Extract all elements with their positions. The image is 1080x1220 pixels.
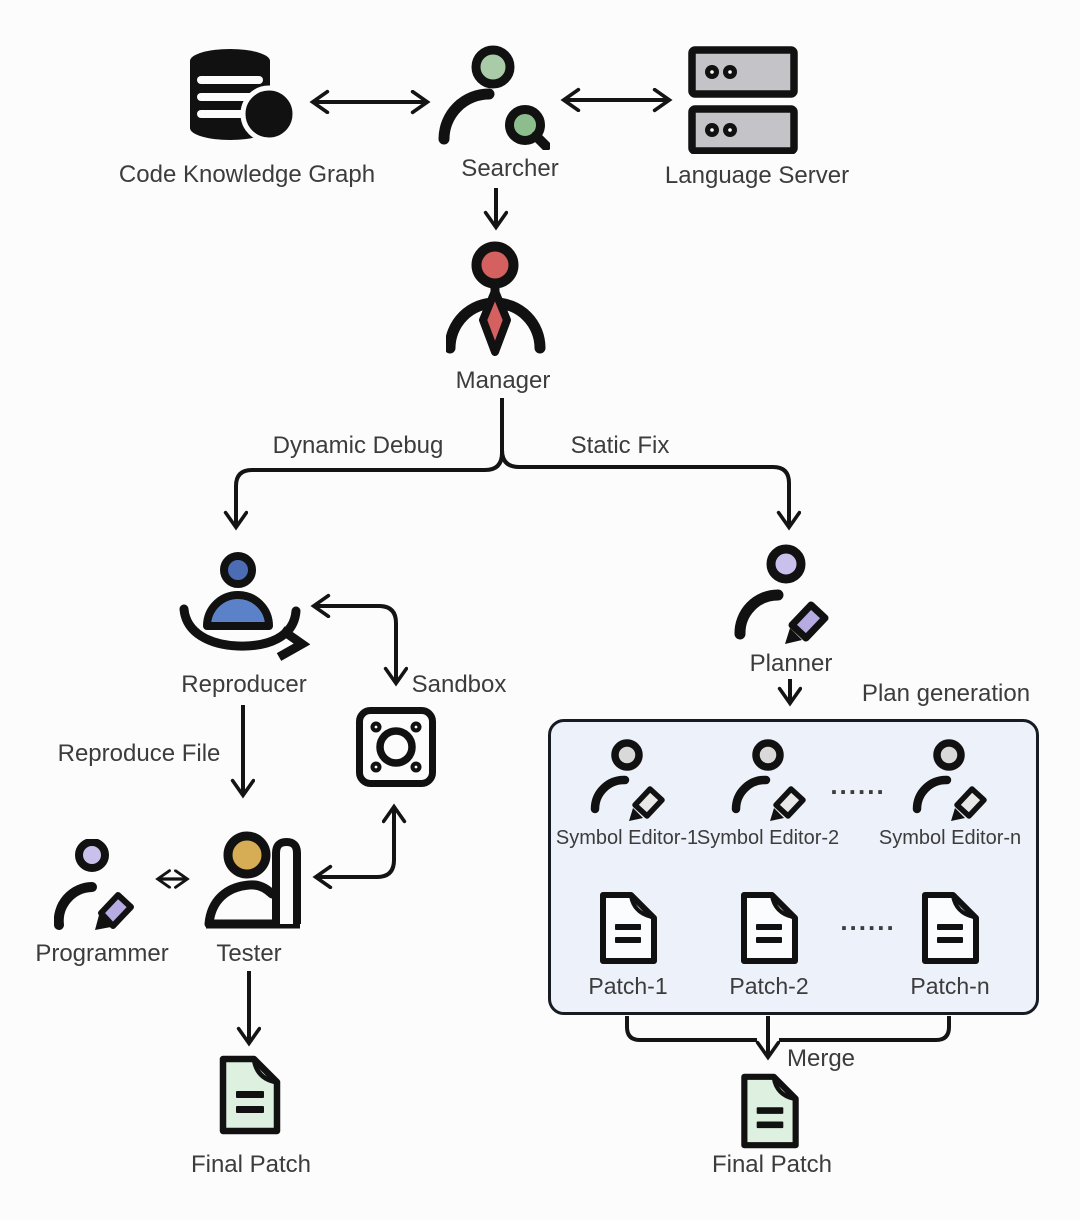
server-icon — [688, 46, 798, 154]
patch-2-label: Patch-2 — [729, 973, 809, 999]
merge-label: Merge — [786, 1045, 856, 1072]
patch-2-document-icon — [741, 892, 798, 964]
static-fix-label: Static Fix — [570, 432, 670, 459]
patch-1-label: Patch-1 — [588, 973, 668, 999]
reproduce-file-label: Reproduce File — [57, 740, 221, 767]
database-icon — [190, 49, 298, 143]
plan-generation-label: Plan generation — [861, 680, 1031, 707]
symbol-editor-2-label: Symbol Editor-2 — [696, 827, 840, 849]
tester-agent-icon — [204, 831, 301, 929]
symbol-editor-2-icon — [731, 739, 806, 821]
manager-agent-icon — [446, 241, 546, 356]
final-patch-right-label: Final Patch — [711, 1151, 833, 1178]
final-patch-left-document-icon — [219, 1055, 281, 1135]
symbol-editor-1-label: Symbol Editor-1 — [555, 827, 699, 849]
final-patch-left-label: Final Patch — [190, 1151, 312, 1178]
symbol-editor-n-icon — [912, 739, 987, 821]
patch-n-label: Patch-n — [910, 973, 990, 999]
editors-ellipsis: ...... — [830, 770, 886, 800]
connector-merge-bracket-left — [625, 1016, 757, 1042]
tester-label: Tester — [216, 940, 282, 967]
connector-reproducer-sandbox — [314, 606, 396, 683]
dynamic-debug-label: Dynamic Debug — [272, 432, 444, 459]
sandbox-icon — [356, 707, 436, 787]
searcher-agent-icon — [438, 45, 550, 150]
connector-merge-bracket-right — [779, 1016, 951, 1042]
patches-ellipsis: ...... — [840, 906, 896, 936]
manager-label: Manager — [455, 367, 551, 394]
code-knowledge-graph-label: Code Knowledge Graph — [118, 161, 376, 188]
symbol-editor-n-label: Symbol Editor-n — [878, 827, 1022, 849]
symbol-editor-1-icon — [590, 739, 665, 821]
connector-branch-static-fix — [500, 449, 789, 527]
sandbox-label: Sandbox — [411, 671, 507, 698]
connector-branch-dynamic-debug — [236, 452, 504, 527]
reproducer-agent-icon — [179, 552, 310, 661]
searcher-label: Searcher — [461, 155, 559, 182]
language-server-label: Language Server — [664, 162, 850, 189]
programmer-agent-icon — [54, 839, 134, 930]
planner-agent-icon — [734, 544, 829, 644]
connector-tester-sandbox — [316, 807, 394, 877]
patch-1-document-icon — [600, 892, 657, 964]
final-patch-right-document-icon — [741, 1073, 799, 1149]
programmer-label: Programmer — [35, 940, 169, 967]
planner-label: Planner — [749, 650, 833, 677]
reproducer-label: Reproducer — [181, 671, 307, 698]
patch-n-document-icon — [922, 892, 979, 964]
